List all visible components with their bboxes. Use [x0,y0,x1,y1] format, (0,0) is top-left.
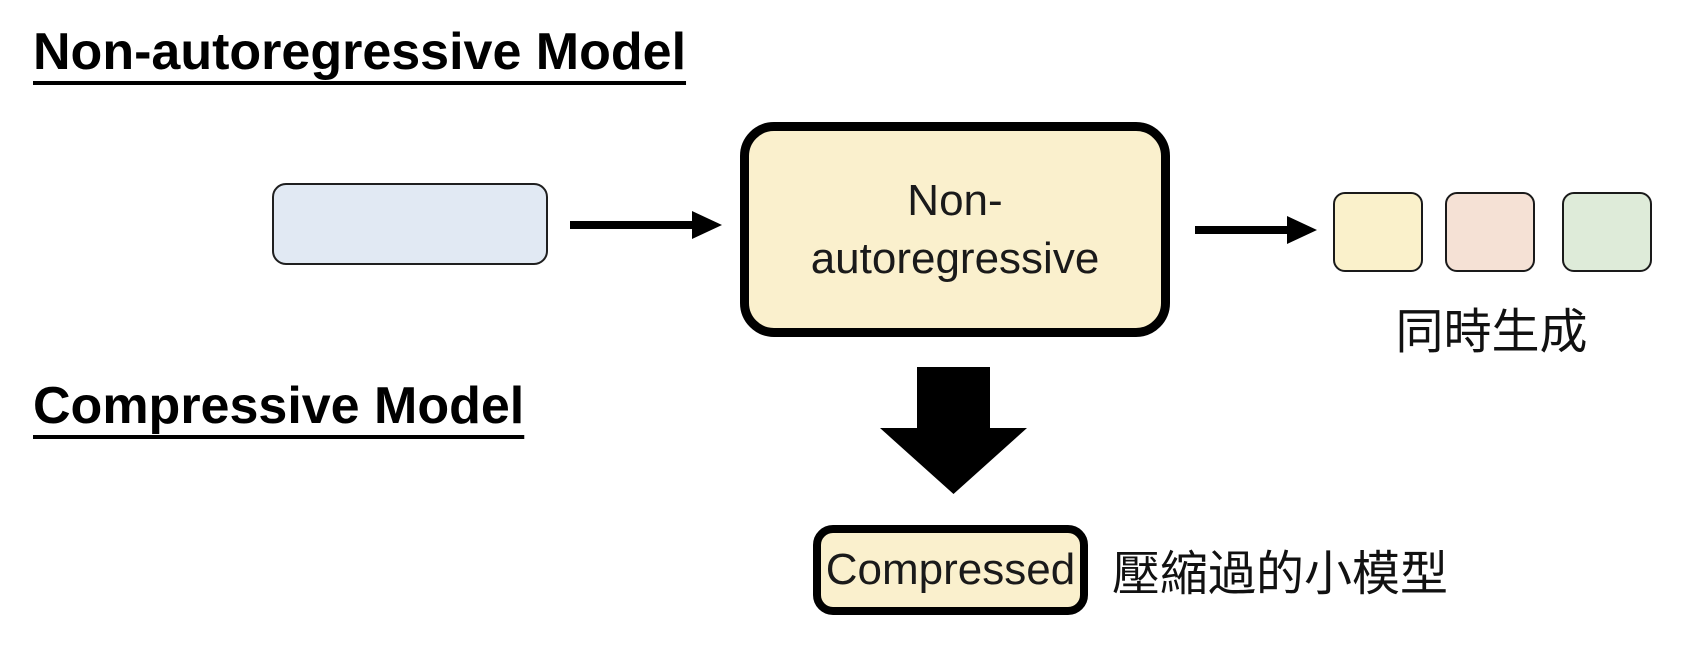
section-title-nonautoregressive: Non-autoregressive Model [33,23,687,81]
output-token [1562,192,1652,272]
arrow-model-to-outputs [1195,216,1317,244]
arrow-input-to-model [570,211,722,239]
model-box-label-line1: Non- [907,176,1003,226]
compressed-model-box: Compressed [813,525,1088,615]
output-token [1445,192,1535,272]
nonautoregressive-model-box: Non- autoregressive [740,122,1170,337]
simultaneous-generation-caption: 同時生成 [1395,306,1588,359]
model-box-label: Non- autoregressive [811,172,1100,286]
arrow-head-icon [1287,216,1317,244]
model-box-label-line2: autoregressive [810,233,1100,283]
arrow-stem [570,221,692,229]
arrow-head-icon [692,211,722,239]
section-title-compressive: Compressive Model [33,377,525,435]
block-arrow-down-icon [880,367,1027,494]
output-token [1333,192,1423,272]
compressed-model-caption: 壓縮過的小模型 [1112,548,1449,601]
input-sequence-box [272,183,548,265]
arrow-stem [1195,226,1287,234]
compressed-box-label: Compressed [825,545,1076,594]
